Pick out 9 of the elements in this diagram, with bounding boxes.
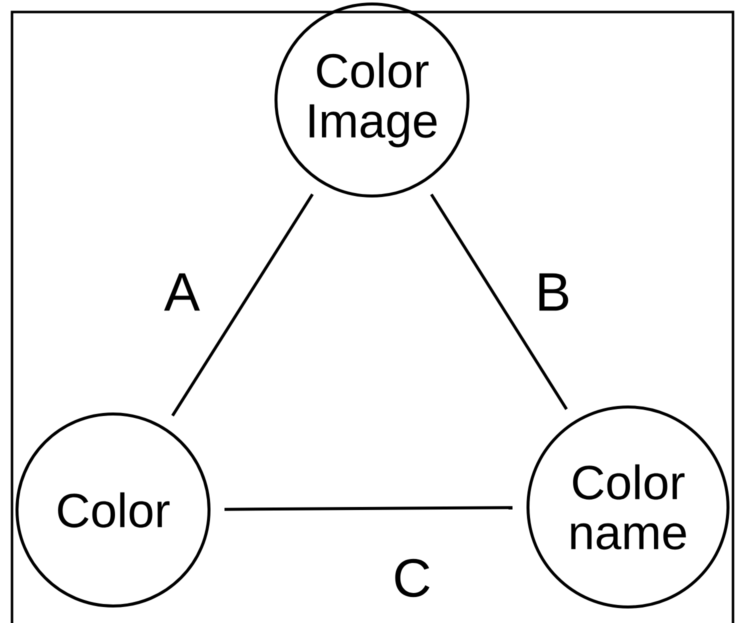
circle-node: Color name [526,405,730,608]
edge-label: C [390,556,434,600]
edge-label: A [162,271,202,313]
edge-label: B [533,271,574,313]
circle-node: Color Image [274,2,470,198]
connector-line [171,193,314,417]
circle-node: Color [16,412,210,608]
connector-line [224,506,513,511]
connector-line [430,194,568,410]
